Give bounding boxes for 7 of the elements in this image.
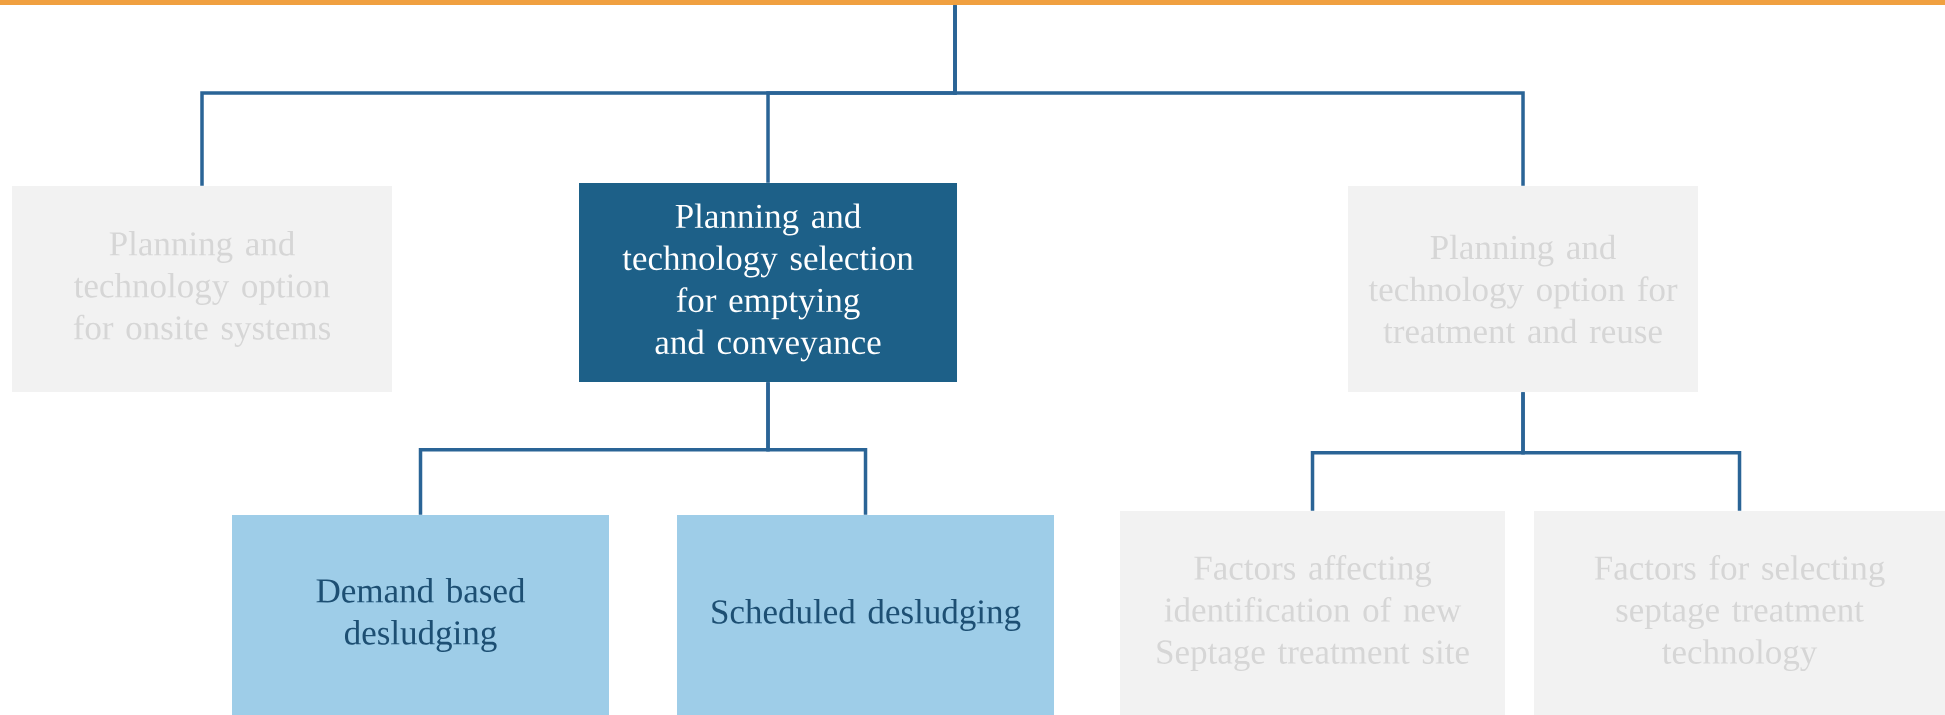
connector xyxy=(953,5,1525,186)
process-box: Scheduled desludging xyxy=(677,515,1054,715)
connector xyxy=(766,382,868,515)
highlighted-box: Planning and technology selection for emptying and conveyance xyxy=(579,183,957,382)
connector xyxy=(1521,392,1742,511)
process-box: Demand based desludging xyxy=(232,515,609,715)
top-bar xyxy=(0,0,1945,5)
